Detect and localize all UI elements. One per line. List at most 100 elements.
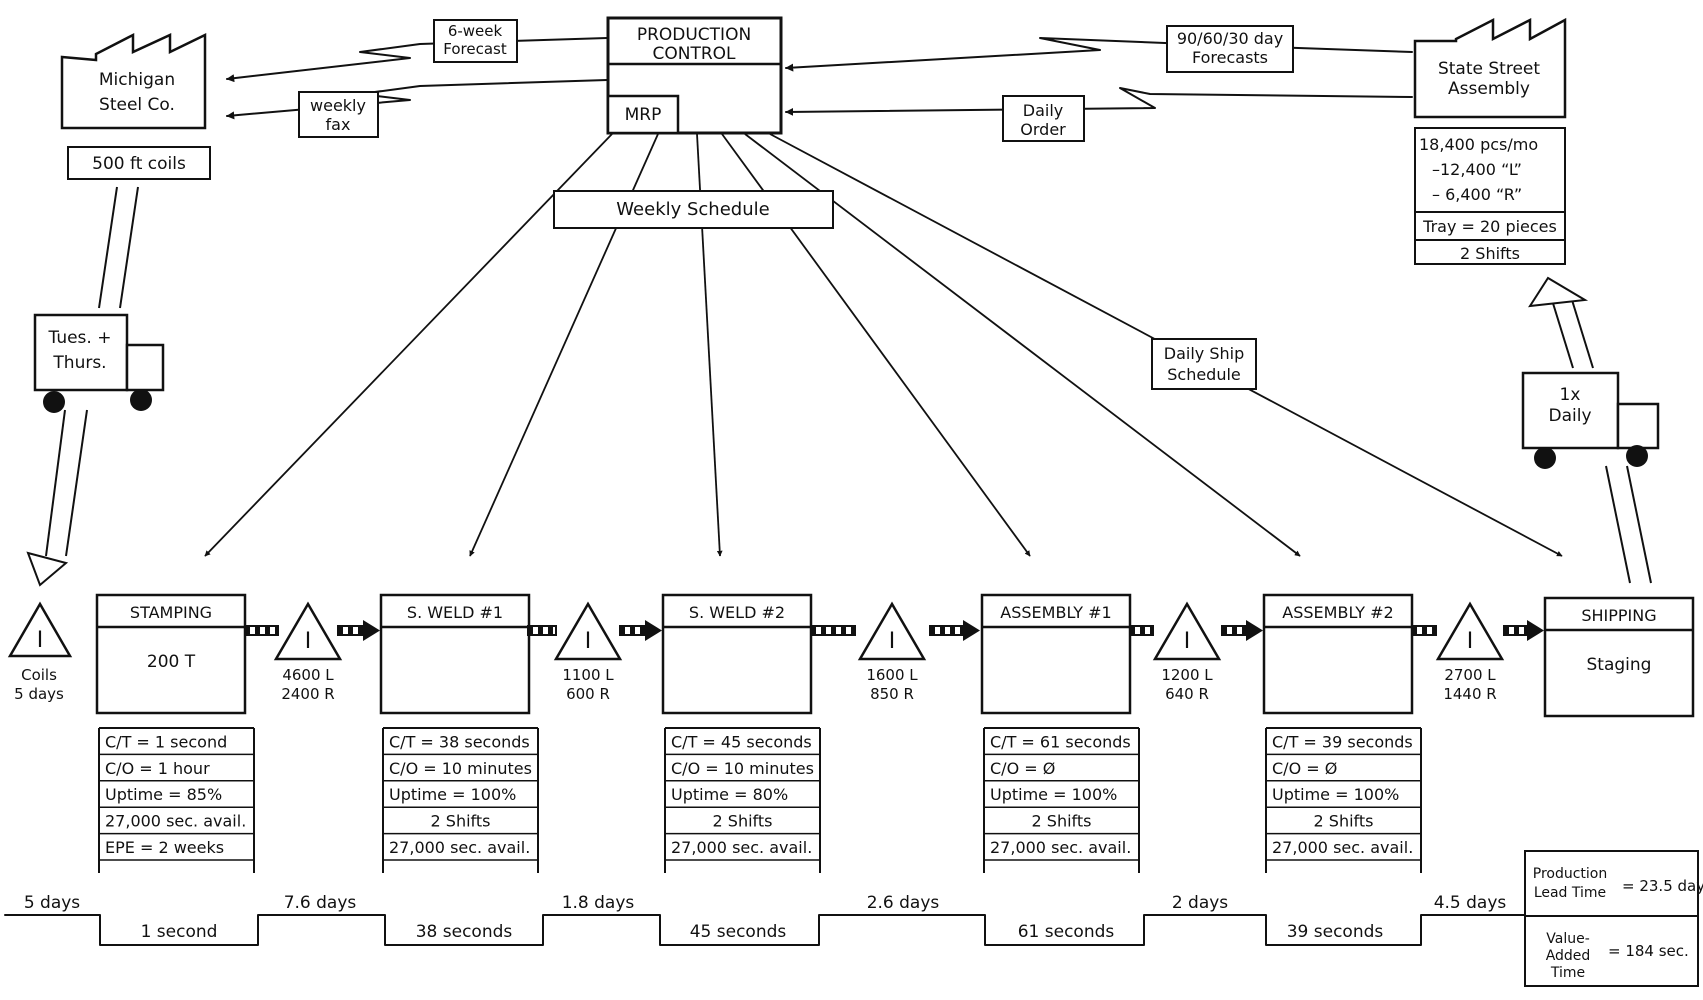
process-box (95, 593, 247, 715)
lead-time-label-2: Lead Time (1534, 885, 1606, 901)
weekly-schedule-box: Weekly Schedule (553, 190, 834, 229)
timeline-wait-0: 5 days (24, 893, 80, 913)
weekly-fax-2: fax (326, 115, 351, 134)
va-label-1: Value- (1546, 931, 1590, 947)
data-row: C/T = 45 seconds (671, 732, 812, 751)
process-name: ASSEMBLY #1 (1000, 603, 1111, 622)
data-row: Uptime = 100% (389, 785, 516, 804)
timeline-wait-3: 2.6 days (867, 893, 940, 913)
electronic-flow-fax-to-supplier: weekly fax (226, 79, 608, 138)
inventory-right-count: 2400 R (281, 685, 334, 703)
inbound-truck: Tues. + Thurs. (33, 313, 165, 413)
raw-inventory-triangle: I Coils 5 days (7, 601, 73, 703)
customer-tray: Tray = 20 pieces (1422, 217, 1557, 236)
daily-ship-schedule-box: Daily Ship Schedule (1151, 338, 1257, 390)
data-row: 2 Shifts (1314, 812, 1374, 831)
customer-demand: 18,400 pcs/mo (1419, 135, 1538, 154)
inventory-left-count: 1100 L (562, 666, 614, 684)
data-row: EPE = 2 weeks (105, 838, 224, 857)
inventory-right-count: 640 R (1165, 685, 1209, 703)
data-box-bg (1266, 728, 1421, 873)
electronic-flow-forecast-to-supplier: 6-week Forecast (226, 19, 608, 83)
inventory-left-count: 2700 L (1444, 666, 1496, 684)
data-row: C/O = Ø (1272, 759, 1337, 778)
inventory-right-count: 1440 R (1443, 685, 1496, 703)
push-arrow-head (963, 620, 980, 641)
weekly-schedule-label: Weekly Schedule (616, 199, 769, 220)
process-box (980, 593, 1132, 715)
mrp-label: MRP (625, 105, 662, 125)
customer-shifts: 2 Shifts (1460, 244, 1520, 263)
customer-demand-r: – 6,400 “R” (1432, 185, 1522, 204)
electronic-flow-forecasts-from-customer: 90/60/30 day Forecasts (785, 25, 1413, 73)
inventory-left-count: 1200 L (1161, 666, 1213, 684)
customer-forecasts-2: Forecasts (1192, 48, 1268, 67)
supplier-name-2: Steel Co. (99, 95, 175, 115)
push-arrow-head (1246, 620, 1263, 641)
inventory-symbol: I (585, 629, 592, 654)
supplier-factory: Michigan Steel Co. 500 ft coils (60, 32, 211, 180)
process-content: Staging (1587, 655, 1652, 675)
inventory-right-count: 850 R (870, 685, 914, 703)
inventory-left-count: 1600 L (866, 666, 918, 684)
process-name: S. WELD #2 (689, 603, 785, 622)
inventory-symbol: I (1467, 629, 1474, 654)
daily-order-2: Order (1020, 120, 1066, 139)
six-week-forecast-2: Forecast (443, 40, 507, 58)
weekly-fax-1: weekly (310, 96, 366, 115)
data-row: 2 Shifts (713, 812, 773, 831)
inbound-truck-2: Thurs. (52, 353, 106, 373)
data-box-bg (665, 728, 820, 873)
data-row: C/T = 38 seconds (389, 732, 530, 751)
timeline-process-1: 38 seconds (416, 922, 513, 942)
daily-ship-schedule-2: Schedule (1167, 365, 1241, 384)
data-row: 27,000 sec. avail. (1272, 838, 1413, 857)
inventory-right-count: 600 R (566, 685, 610, 703)
push-arrow-4 (1411, 620, 1544, 641)
outbound-truck-1: 1x (1560, 385, 1581, 405)
data-row: C/T = 39 seconds (1272, 732, 1413, 751)
push-arrow-0 (244, 620, 380, 641)
lead-time-value: = 23.5 days (1622, 877, 1703, 895)
summary-box: Production Lead Time = 23.5 days Value- … (1524, 850, 1703, 987)
va-label-3: Time (1550, 965, 1585, 981)
process-name: ASSEMBLY #2 (1282, 603, 1393, 622)
push-arrow-bar (929, 625, 965, 636)
data-row: 2 Shifts (431, 812, 491, 831)
push-arrow-head (1527, 620, 1544, 641)
push-arrow-layer (244, 620, 1544, 641)
process-content: 200 T (147, 652, 196, 672)
data-row: Uptime = 100% (990, 785, 1117, 804)
data-row: C/O = Ø (990, 759, 1055, 778)
timeline-process-4: 39 seconds (1287, 922, 1384, 942)
daily-ship-schedule-1: Daily Ship (1164, 344, 1244, 363)
data-row: C/T = 61 seconds (990, 732, 1131, 751)
data-row: 27,000 sec. avail. (990, 838, 1131, 857)
timeline-process-2: 45 seconds (690, 922, 787, 942)
data-row: 2 Shifts (1032, 812, 1092, 831)
daily-order-1: Daily (1023, 101, 1063, 120)
supplier-name-1: Michigan (99, 70, 175, 90)
process-name: SHIPPING (1581, 606, 1656, 625)
data-row: C/O = 1 hour (105, 759, 210, 778)
timeline-wait-4: 2 days (1172, 893, 1228, 913)
process-name: S. WELD #1 (407, 603, 503, 622)
data-row: C/O = 10 minutes (671, 759, 814, 778)
lead-time-label-1: Production (1533, 866, 1607, 882)
inventory-triangle (857, 601, 927, 661)
data-box-bg (99, 728, 254, 873)
push-arrow-1 (527, 620, 662, 641)
push-arrow-2 (810, 620, 980, 641)
supplier-data: 500 ft coils (92, 154, 186, 174)
data-row: 27,000 sec. avail. (389, 838, 530, 857)
customer-factory: State Street Assembly 18,400 pcs/mo –12,… (1413, 17, 1567, 265)
